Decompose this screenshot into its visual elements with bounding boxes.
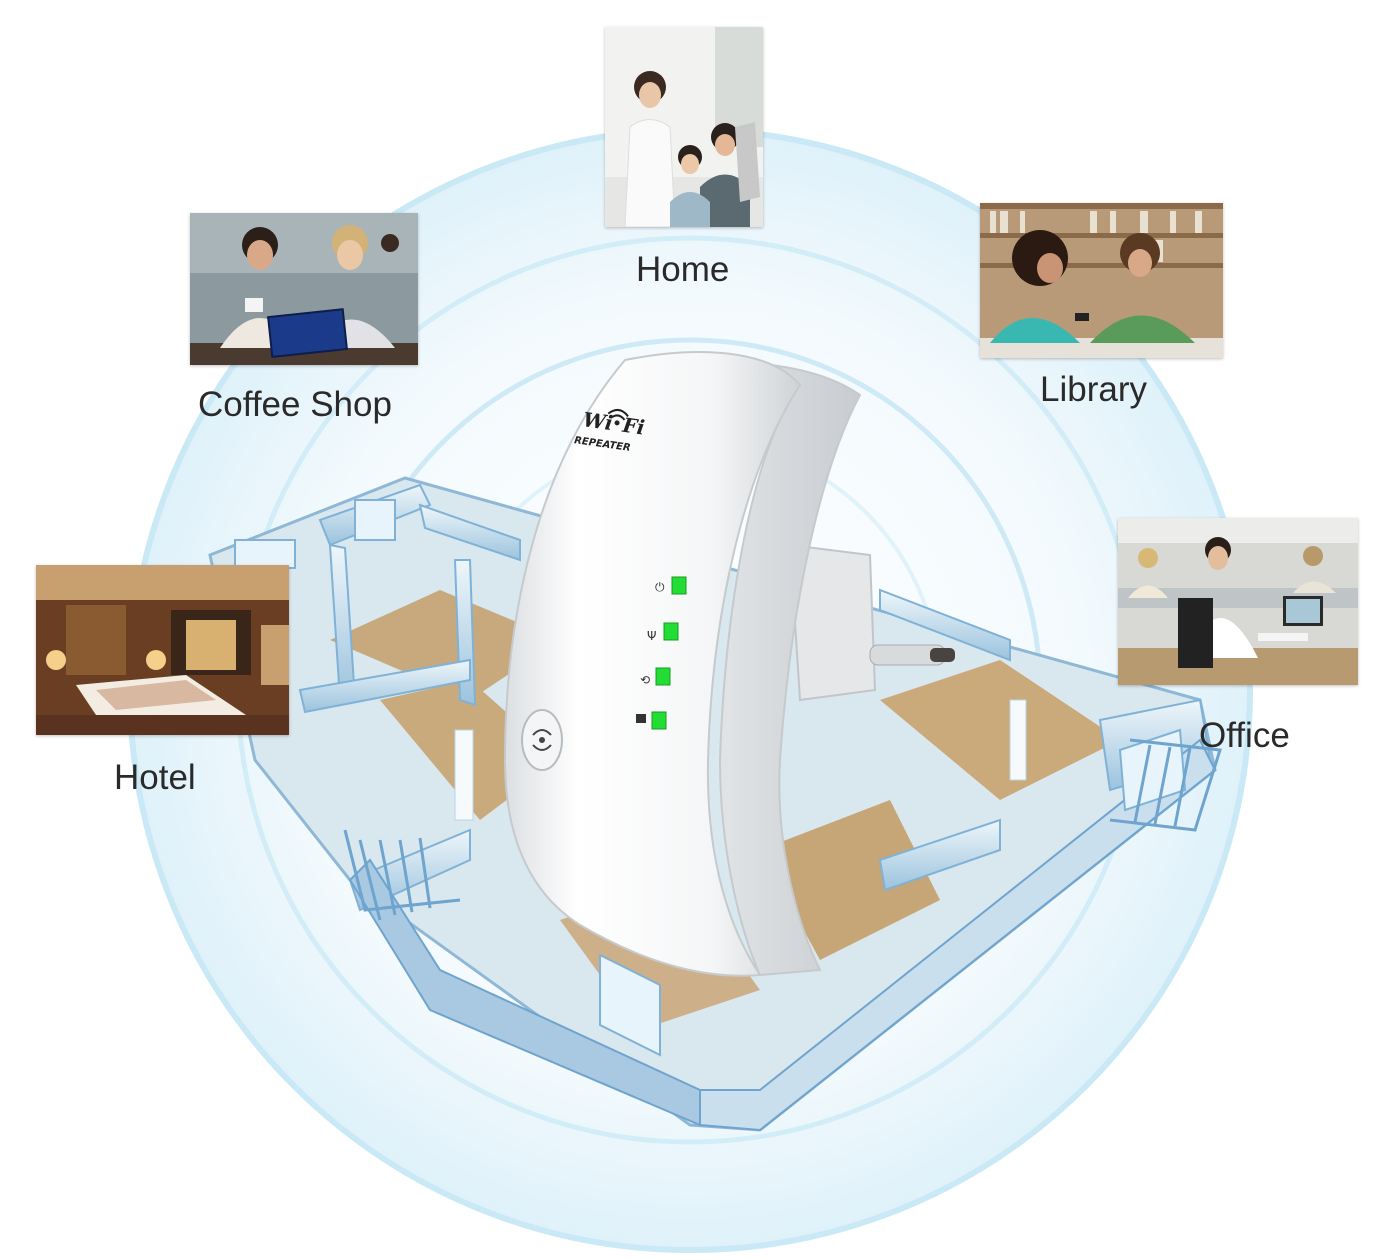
wps-button xyxy=(521,709,563,771)
wps-led: ⟲ xyxy=(640,667,671,687)
logo-wi-text: Wi xyxy=(582,407,615,435)
plug-prong xyxy=(869,644,955,666)
antenna-icon: Ψ xyxy=(647,629,656,643)
lan-port-icon xyxy=(636,714,646,723)
location-label-office: Office xyxy=(1199,716,1290,755)
home-photo xyxy=(605,27,763,227)
logo-fi-text: Fi xyxy=(620,413,646,440)
lan-led xyxy=(636,711,667,730)
wifi-logo-icon xyxy=(607,409,629,426)
location-label-hotel: Hotel xyxy=(114,758,196,797)
led-indicators: ⏻ Ψ ⟲ xyxy=(636,576,687,730)
power-led: ⏻ xyxy=(655,576,687,595)
wps-icon: ⟲ xyxy=(640,673,650,687)
power-icon: ⏻ xyxy=(655,580,665,594)
building-cutaway xyxy=(208,476,1222,1132)
location-label-home: Home xyxy=(636,250,730,289)
location-label-library: Library xyxy=(1040,370,1147,409)
library-photo xyxy=(980,203,1223,358)
office-photo xyxy=(1118,518,1358,685)
wireless-led: Ψ xyxy=(647,622,679,643)
wifi-repeater-device: Wi Fi REPEATER ⏻ Ψ xyxy=(503,351,955,977)
hotel-photo xyxy=(36,565,289,735)
coffee-shop-photo xyxy=(190,213,418,365)
location-label-coffee-shop: Coffee Shop xyxy=(198,385,392,424)
